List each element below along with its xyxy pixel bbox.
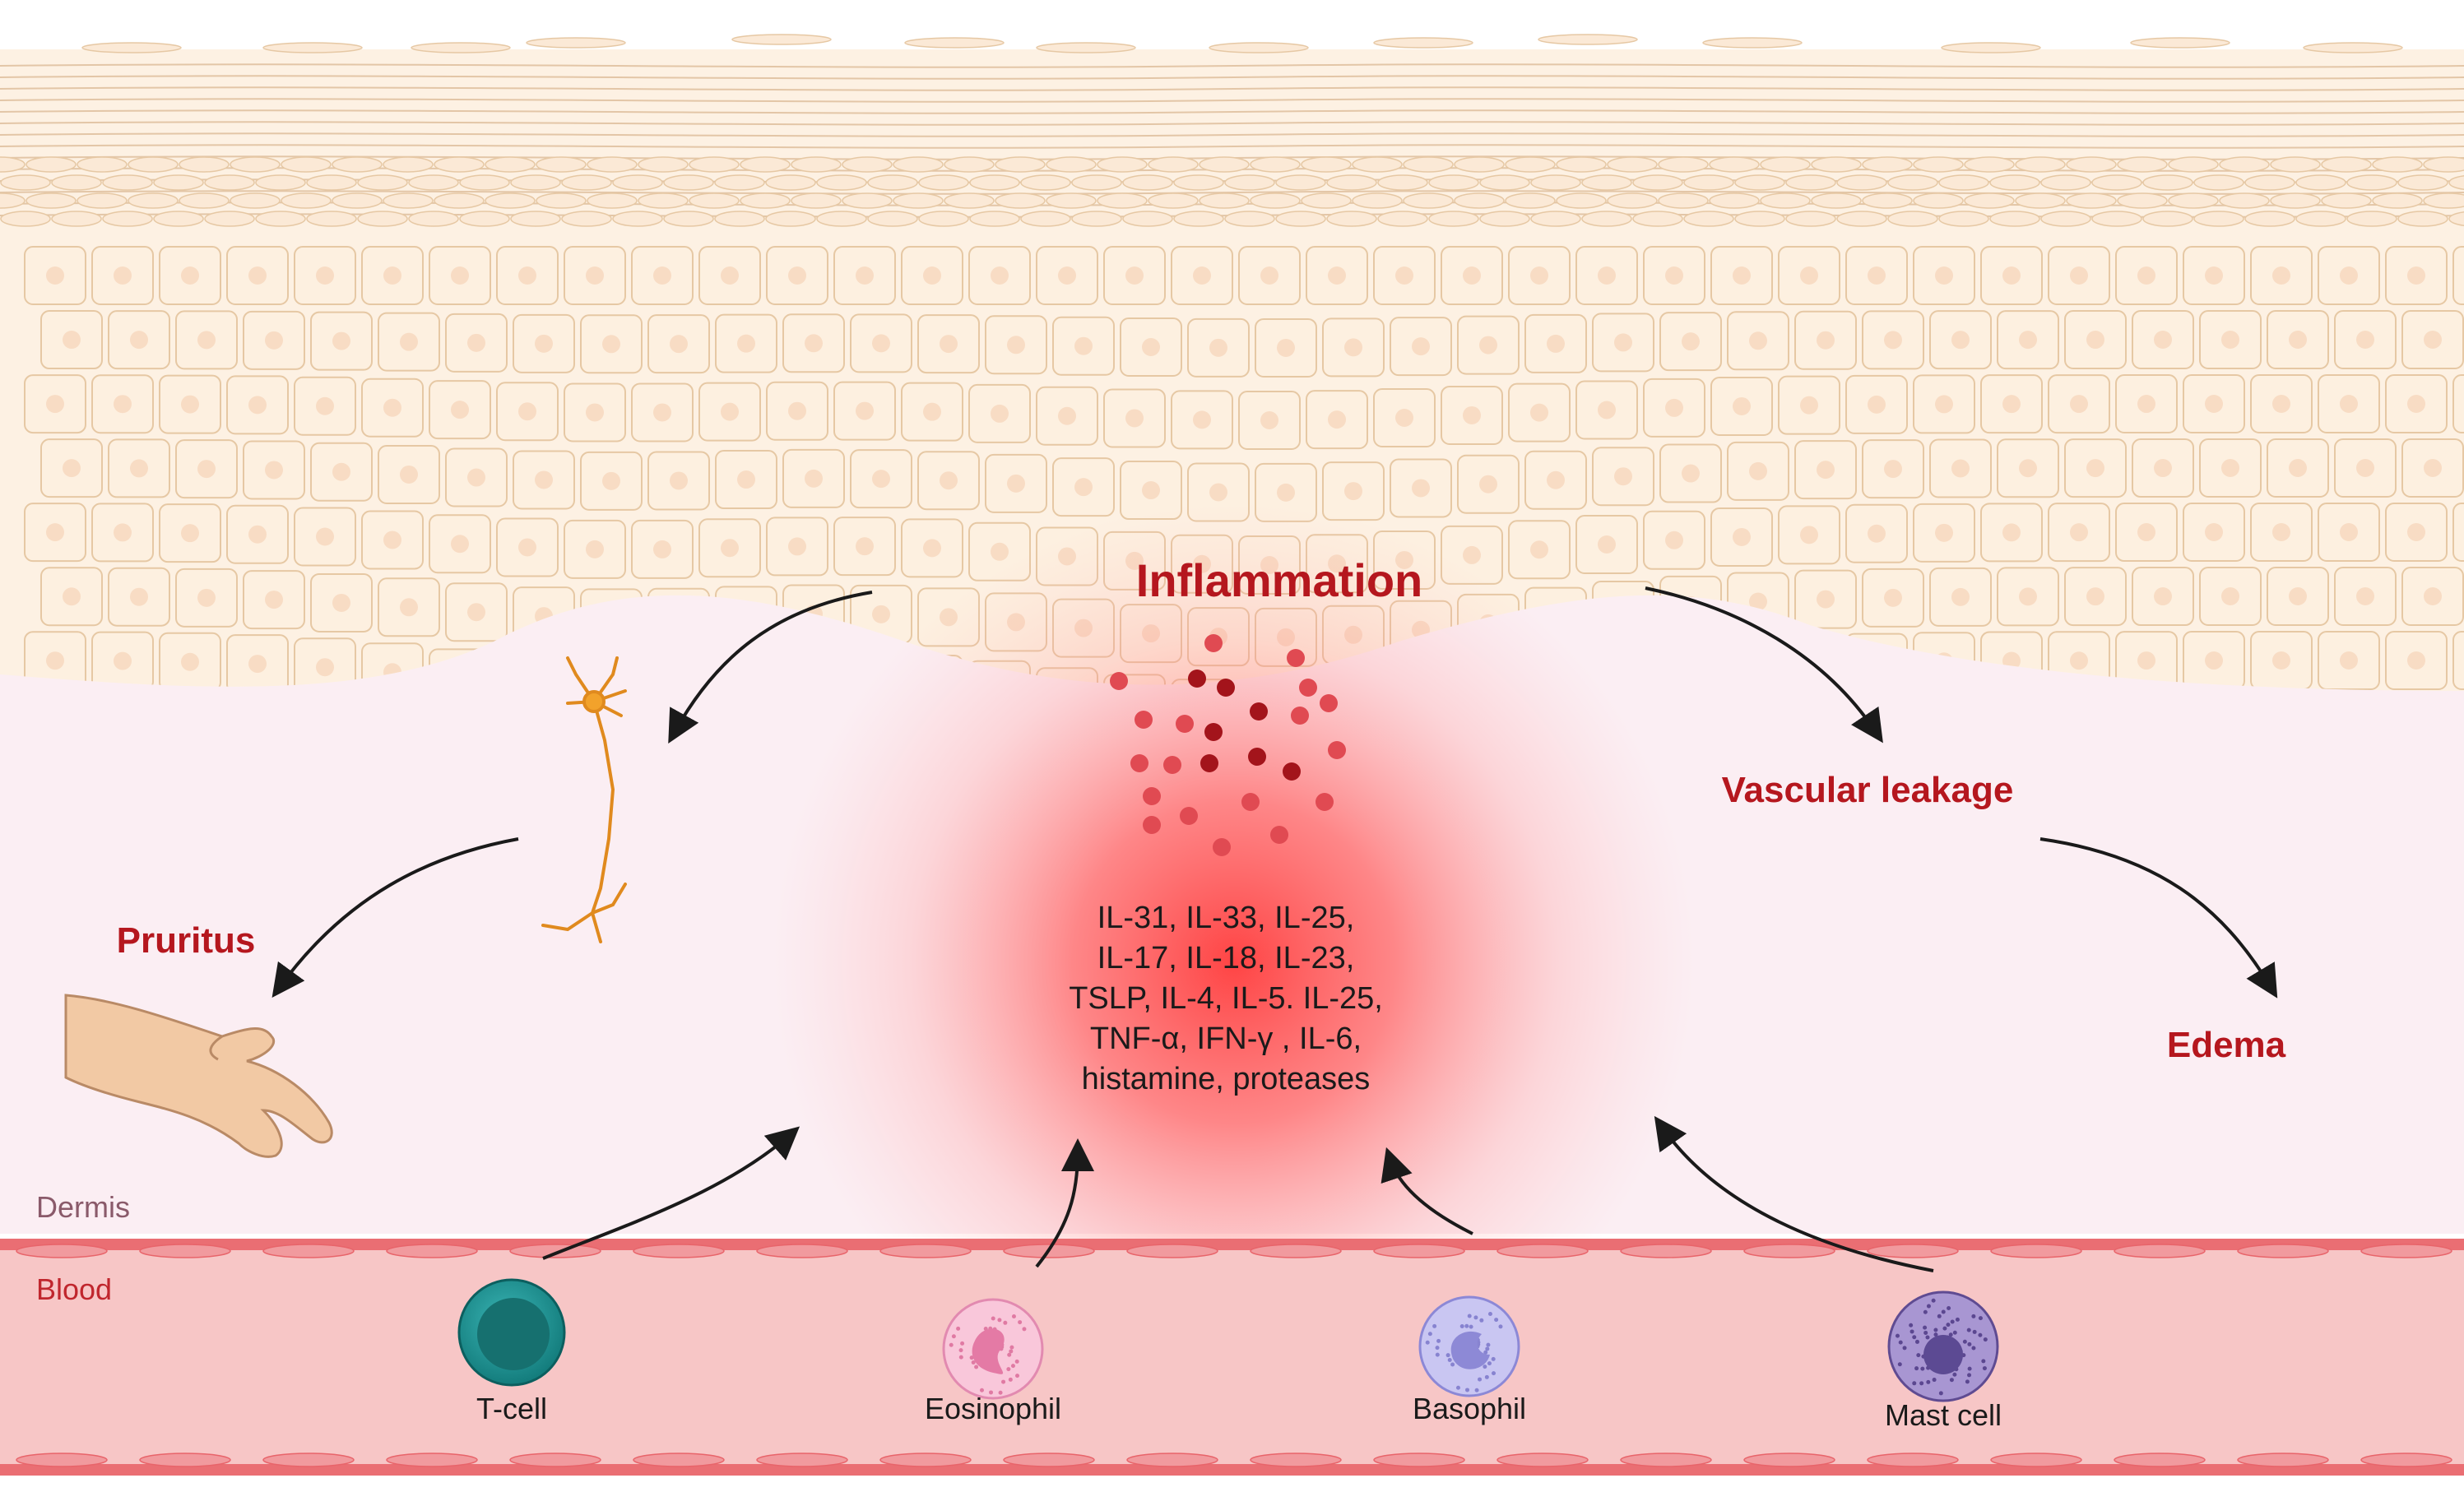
immune-cells: T-cell Eosinophil Basophil Mast cell bbox=[457, 1278, 2002, 1432]
cytokine-dots bbox=[1110, 634, 1346, 856]
inflammation-label: Inflammation bbox=[1136, 554, 1422, 606]
stratum-corneum bbox=[0, 63, 2464, 227]
basophil-cell-icon: Basophil bbox=[1413, 1295, 1526, 1425]
dermis-label: Dermis bbox=[36, 1190, 130, 1224]
inflammation-glow bbox=[773, 502, 1695, 1423]
arrow-from-eosinophil bbox=[1035, 1138, 1094, 1268]
endothelial-cells bbox=[16, 1244, 2452, 1467]
cytokine-line: TNF-α, IFN-γ , IL-6, bbox=[1090, 1022, 1362, 1056]
cytokine-line: TSLP, IL-4, IL-5. IL-25, bbox=[1069, 981, 1383, 1016]
arrow-from-basophil bbox=[1380, 1147, 1473, 1235]
basophil-label: Basophil bbox=[1413, 1392, 1526, 1425]
arrow-to-edema bbox=[2039, 837, 2278, 999]
neuron-icon bbox=[541, 656, 627, 943]
cytokine-line: histamine, proteases bbox=[1082, 1062, 1371, 1096]
cytokine-list: IL-31, IL-33, IL-25, IL-17, IL-18, IL-23,… bbox=[1069, 901, 1383, 1096]
cytokine-line: IL-17, IL-18, IL-23, bbox=[1097, 941, 1355, 975]
arrows bbox=[271, 586, 2278, 1272]
arrow-from-mastcell bbox=[1654, 1115, 1934, 1272]
arrow-to-neuron bbox=[668, 591, 873, 744]
vascular-leakage-label: Vascular leakage bbox=[1722, 770, 2014, 810]
tcell-cell-icon: T-cell bbox=[457, 1278, 566, 1425]
mastcell-label: Mast cell bbox=[1885, 1398, 2002, 1432]
eosinophil-label: Eosinophil bbox=[925, 1392, 1061, 1425]
blood-label: Blood bbox=[36, 1272, 112, 1306]
arrow-from-tcell bbox=[542, 1126, 800, 1260]
pruritus-label: Pruritus bbox=[117, 920, 256, 961]
eosinophil-cell-icon: Eosinophil bbox=[925, 1298, 1061, 1425]
scratching-hand-icon bbox=[64, 994, 333, 1158]
edema-label: Edema bbox=[2167, 1025, 2286, 1065]
cytokine-line: IL-31, IL-33, IL-25, bbox=[1097, 901, 1355, 935]
mastcell-cell-icon: Mast cell bbox=[1885, 1290, 2002, 1432]
blood-vessel bbox=[0, 1239, 2464, 1476]
tcell-label: T-cell bbox=[476, 1392, 547, 1425]
arrow-to-pruritus bbox=[271, 837, 519, 998]
arrow-to-vascular-leakage bbox=[1645, 586, 1883, 744]
skin-flakes bbox=[81, 34, 2403, 53]
